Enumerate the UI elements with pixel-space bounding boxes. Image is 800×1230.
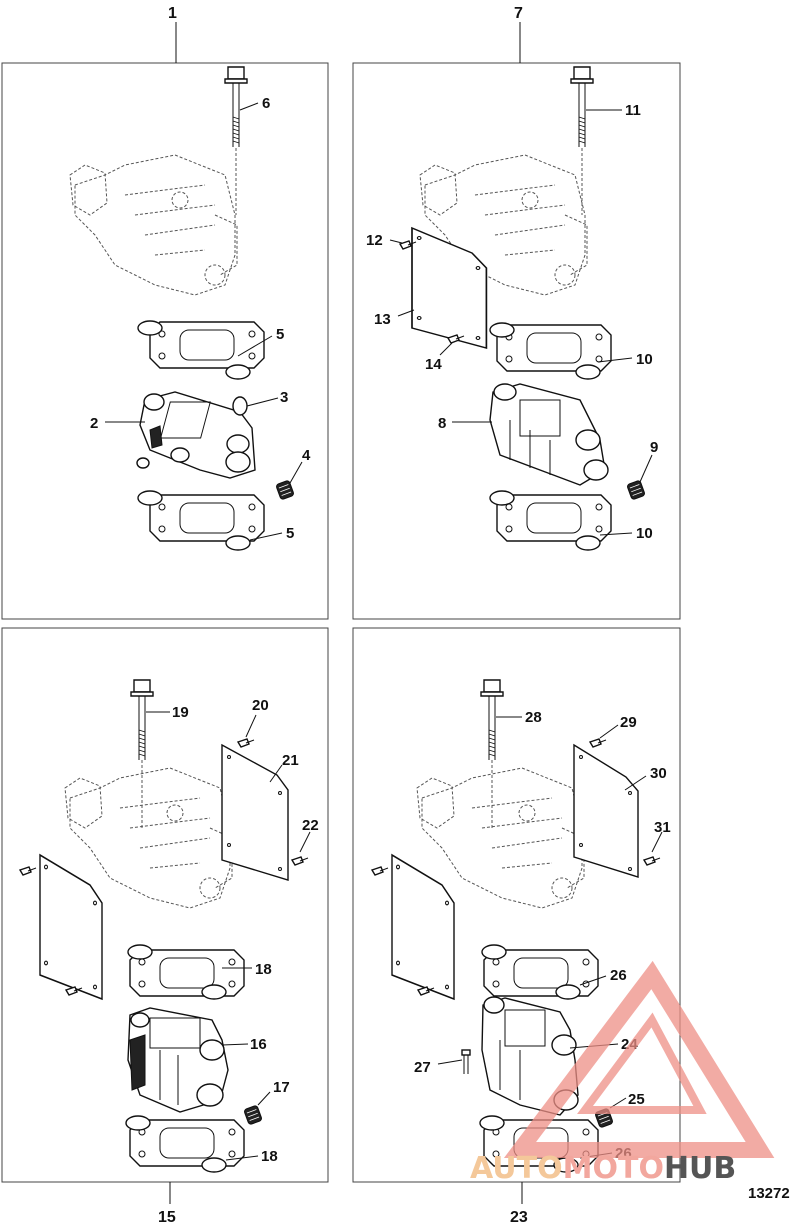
bolt-part: [130, 679, 154, 761]
plug-part: [232, 396, 248, 416]
callout: 13: [374, 311, 391, 328]
panel-1-parts: [69, 66, 295, 551]
oring-part: [127, 944, 153, 960]
callout: 14: [425, 356, 442, 373]
callout: 2: [90, 415, 98, 432]
oring-part: [575, 364, 601, 380]
bolt-part: [570, 66, 594, 148]
callout: 17: [273, 1079, 290, 1096]
riser-part: [489, 383, 609, 486]
watermark-moto: MOTO: [563, 1151, 664, 1186]
oring-part: [201, 984, 227, 1000]
oring-part: [225, 535, 251, 551]
panel-2-callouts: 11 12 13 14 10 8 9 10: [366, 102, 658, 542]
callout: 18: [261, 1148, 278, 1165]
oring-part: [489, 322, 515, 338]
cover-plate-part: [411, 227, 488, 349]
gasket-part: [149, 494, 265, 542]
watermark-logo: [503, 960, 775, 1158]
callout: 12: [366, 232, 383, 249]
riser-part: [481, 996, 579, 1116]
bolt-part: [480, 679, 504, 761]
panel-4-parts: [371, 679, 661, 1173]
drain-plug-part: [243, 1104, 263, 1126]
callout: 4: [302, 447, 311, 464]
callout: 3: [280, 389, 288, 406]
callout: 25: [628, 1091, 645, 1108]
panel-kit-23: [352, 627, 681, 1183]
callout: 9: [650, 439, 658, 456]
oring-part: [555, 984, 581, 1000]
watermark-hub: HUB: [664, 1151, 736, 1186]
kit-label-23: 23: [510, 1209, 528, 1226]
callout: 27: [414, 1059, 431, 1076]
drain-plug-part: [275, 479, 295, 501]
gasket-part: [496, 494, 612, 542]
callout: 19: [172, 704, 189, 721]
callout: 22: [302, 817, 319, 834]
callout: 16: [250, 1036, 267, 1053]
oring-part: [575, 535, 601, 551]
plug-part: [136, 457, 150, 469]
panel-kit-7: [352, 62, 681, 620]
callout: 21: [282, 752, 299, 769]
bolt-part: [224, 66, 248, 148]
riser-part: [127, 1007, 229, 1113]
callout: 11: [625, 102, 641, 119]
kit-label-7: 7: [514, 5, 523, 22]
callout: 5: [276, 326, 284, 343]
riser-part: [139, 391, 256, 479]
oring-part: [137, 490, 163, 506]
oring-part: [489, 490, 515, 506]
watermark-text: AUTOMOTOHUB: [470, 1151, 736, 1186]
oring-part: [479, 1115, 505, 1131]
panel-2-parts: [399, 66, 646, 551]
panel-3-callouts: 19 20 21 22 18 16 17 18: [146, 697, 319, 1165]
kit-label-15: 15: [158, 1209, 176, 1226]
screw-part: [643, 856, 661, 866]
screw-part: [589, 738, 607, 748]
callout: 10: [636, 525, 653, 542]
screw-part: [371, 866, 389, 876]
oring-part: [201, 1157, 227, 1173]
panel-kit-1: [1, 62, 329, 620]
callout: 20: [252, 697, 269, 714]
kit-label-1: 1: [168, 5, 177, 22]
callout: 29: [620, 714, 637, 731]
callout: 28: [525, 709, 542, 726]
callout: 8: [438, 415, 446, 432]
oring-part: [125, 1115, 151, 1131]
callout: 26: [610, 967, 627, 984]
oring-part: [481, 944, 507, 960]
cover-plate-part: [391, 854, 455, 1000]
cover-plate-part: [39, 854, 103, 1000]
callout: 18: [255, 961, 272, 978]
callout: 6: [262, 95, 270, 112]
panel-3-parts: [19, 679, 309, 1173]
callout: 31: [654, 819, 671, 836]
screw-part: [237, 738, 255, 748]
panel-1-callouts: 6 5 3 2 4 5: [90, 95, 311, 542]
screw-part: [291, 856, 309, 866]
manifold-phantom: [69, 154, 238, 296]
watermark-auto: AUTO: [470, 1151, 563, 1186]
callout: 30: [650, 765, 667, 782]
callout: 5: [286, 525, 294, 542]
drain-plug-part: [626, 479, 646, 501]
oring-part: [225, 364, 251, 380]
gasket-part: [149, 321, 265, 369]
screw-part: [19, 866, 37, 876]
callout: 10: [636, 351, 653, 368]
diagram-number: 13272: [748, 1185, 790, 1202]
panel-kit-15: [1, 627, 329, 1183]
oring-part: [137, 320, 163, 336]
